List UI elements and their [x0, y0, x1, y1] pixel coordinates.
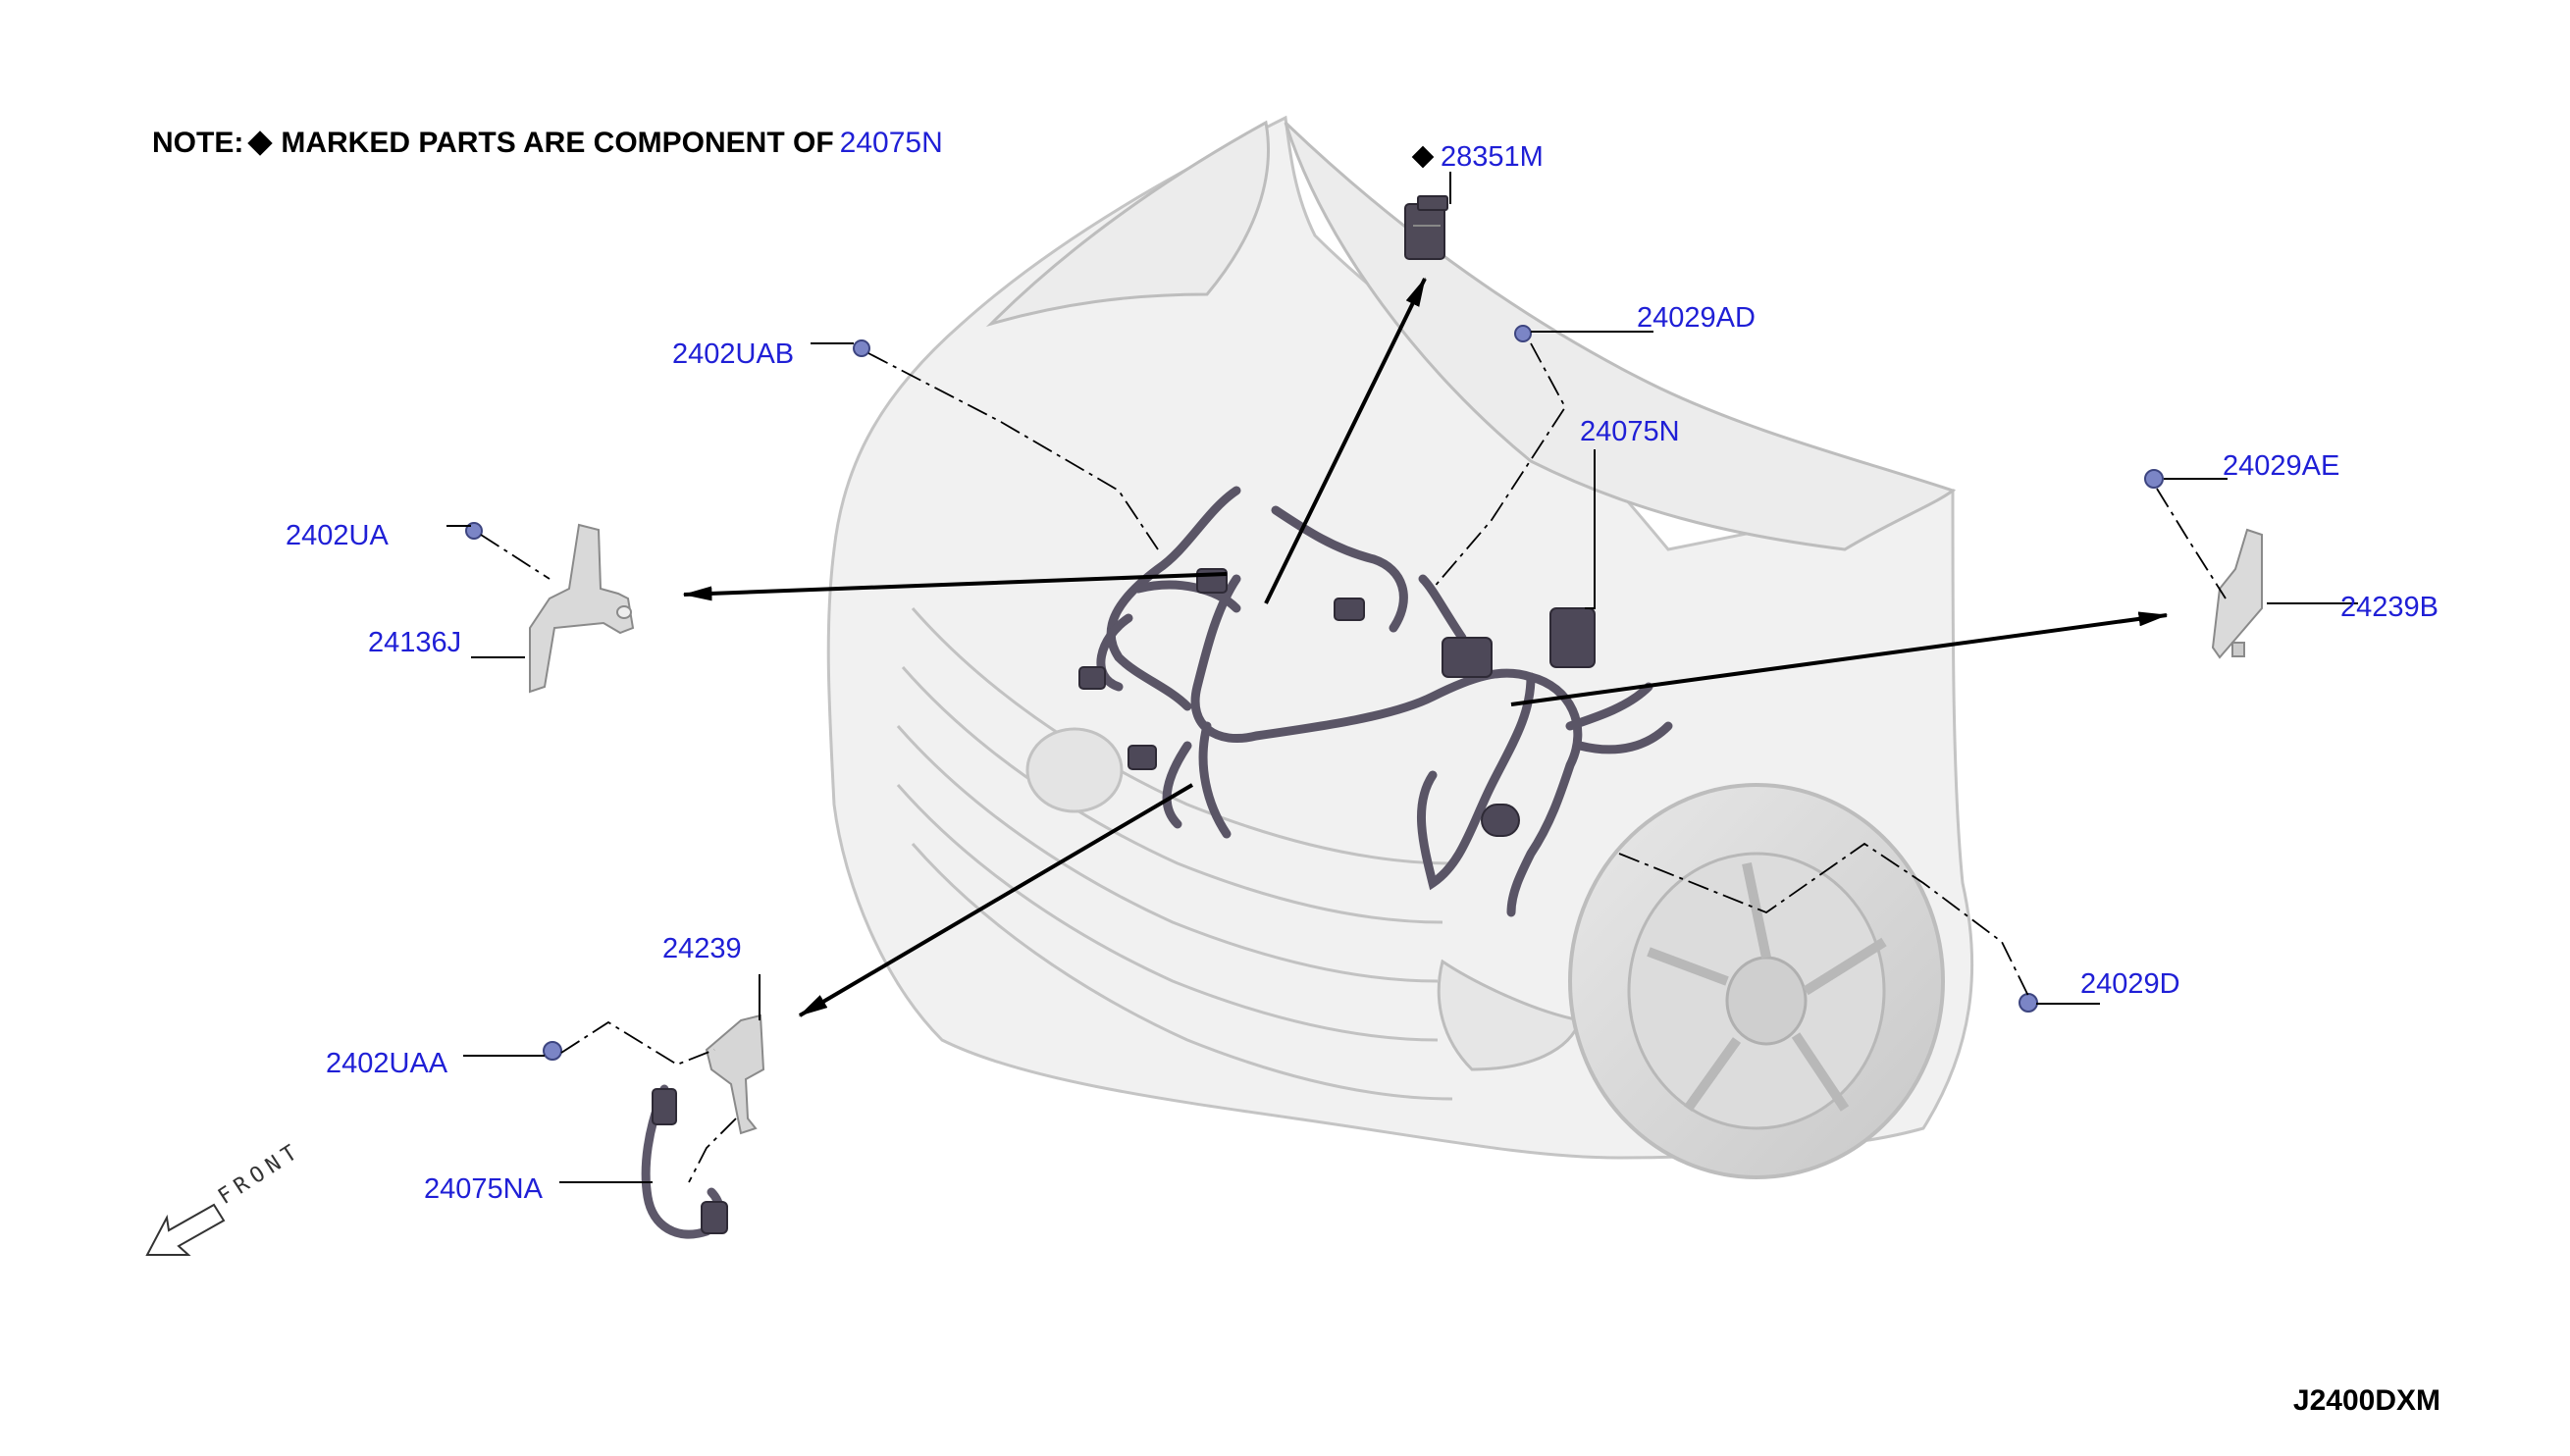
- callout-arrows: [682, 277, 2169, 1017]
- part-label-24029AD[interactable]: 24029AD: [1637, 302, 1756, 334]
- part-label-2402UAA[interactable]: 2402UAA: [326, 1048, 448, 1079]
- leader-lines: [446, 172, 2358, 1183]
- bolts: [465, 325, 2164, 1061]
- note-prefix: NOTE:: [152, 127, 244, 159]
- part-label-24239B[interactable]: 24239B: [2340, 592, 2439, 623]
- fuse-block-part: [1404, 195, 1448, 260]
- part-label-24029D[interactable]: 24029D: [2080, 968, 2180, 1000]
- headlamp: [1437, 959, 1582, 1071]
- bracket-24239B-part: [2211, 528, 2263, 659]
- part-label-24075N[interactable]: 24075N: [1580, 416, 1680, 447]
- diamond-marker-icon: [247, 130, 274, 156]
- part-label-24136J[interactable]: 24136J: [368, 627, 462, 658]
- dashed-reference-lines: [480, 342, 2227, 1183]
- note-part-link-24075N[interactable]: 24075N: [839, 127, 943, 159]
- note-body: MARKED PARTS ARE COMPONENT OF: [281, 127, 834, 159]
- bracket-24239-part: [705, 1014, 765, 1135]
- part-label-24075NA[interactable]: 24075NA: [424, 1173, 543, 1205]
- front-arrow-icon: [145, 1203, 226, 1256]
- part-label-24239[interactable]: 24239: [662, 933, 742, 964]
- front-wheel: [1568, 783, 1945, 1179]
- grille: [896, 607, 1453, 1101]
- part-label-2402UA[interactable]: 2402UA: [286, 520, 389, 551]
- part-label-24029AE[interactable]: 24029AE: [2223, 450, 2340, 482]
- bracket-24136J-part: [529, 523, 635, 694]
- hood-panel: [985, 120, 1957, 551]
- diagram-code: J2400DXM: [2292, 1384, 2440, 1417]
- part-label-2402UAB[interactable]: 2402UAB: [672, 338, 795, 370]
- harness-24075NA-connectors: [652, 1088, 728, 1234]
- part-label-28351M[interactable]: 28351M: [1441, 141, 1544, 173]
